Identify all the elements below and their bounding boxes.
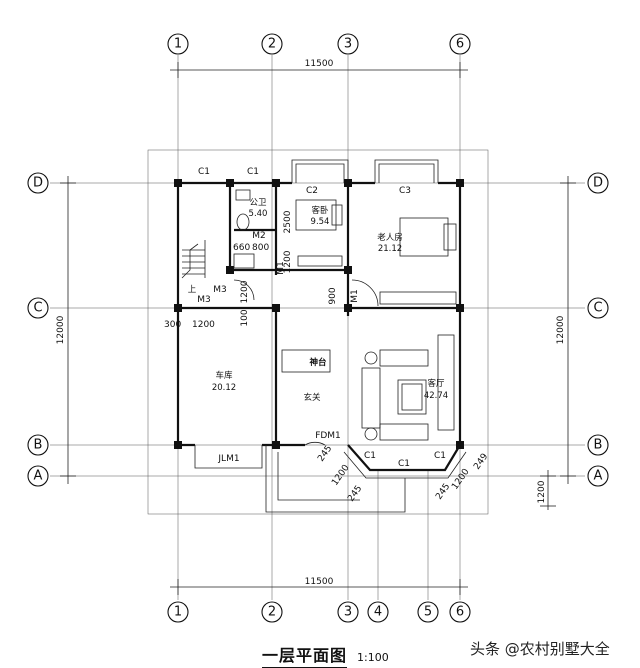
title-block: 一层平面图 1:100 [262,642,389,668]
window-c1-b: C1 [247,167,259,177]
dim-2500: 2500 [283,210,293,233]
axis-left-B: B [34,438,43,453]
living-area: 42.74 [424,391,448,401]
axis-top-6: 6 [456,37,464,52]
drawing-scale: 1:100 [357,651,389,664]
axis-left-C: C [33,301,42,316]
window-c1-e: C1 [434,451,446,461]
side-dimensions: 12000 12000 1200 [56,176,576,510]
door-jlm1: JLM1 [217,454,239,464]
elder-name: 老人房 [377,232,403,243]
axis-bubbles-left: D C B A [27,172,49,487]
axis-bottom-4: 4 [374,605,382,620]
dim-800: 800 [252,243,269,253]
right-depth-label: 12000 [556,315,566,344]
axis-bottom-3: 3 [344,605,352,620]
drawing-title: 一层平面图 [262,642,348,668]
dim-1200-corridor: 1200 [240,280,250,303]
dim-900: 900 [328,287,338,304]
shrine-name: 神台 [309,357,327,368]
dim-300: 300 [164,320,181,330]
axis-top-2: 2 [268,37,276,52]
bottom-dimension: 11500 [170,577,468,595]
door-m1-guest: M1 [276,261,286,275]
top-width-label: 11500 [305,59,334,69]
dim-249: 249 [472,452,490,472]
axis-bottom-2: 2 [268,605,276,620]
axis-top-1: 1 [174,37,182,52]
top-dimension: 11500 [170,59,468,78]
dim-1200-porch-a: 1200 [330,463,351,488]
bath-area: 5.40 [249,209,268,219]
door-m3-a: M3 [197,295,211,305]
door-fdm1: FDM1 [315,431,341,441]
dim-1200-guest: 1200 [283,250,293,273]
axis-right-D: D [593,176,603,191]
axis-left-D: D [33,176,43,191]
axis-right-B: B [594,438,603,453]
bathroom: 公卫 5.40 M2 660 800 [233,189,269,269]
stair: 上 [181,240,206,295]
porch-depth-label: 1200 [537,480,547,503]
foyer: 神台 玄关 FDM1 [281,349,341,446]
foyer-name: 玄关 [303,392,321,403]
dim-100: 100 [240,309,250,326]
garage: 车库 20.12 JLM1 [194,370,263,469]
dim-1200-garage: 1200 [192,320,215,330]
window-c1-d: C1 [398,459,410,469]
dim-660: 660 [233,243,250,253]
window-c3: C3 [399,186,411,196]
corridor: M3 M3 1200 100 300 1200 [164,279,255,330]
interior-walls [178,183,350,445]
axis-bottom-1: 1 [174,605,182,620]
axis-right-C: C [593,301,602,316]
living-room: 客厅 42.74 [361,334,455,441]
elder-area: 21.12 [378,244,402,254]
axis-bottom-5: 5 [424,605,432,620]
garage-name: 车库 [215,370,233,381]
elder-bedroom: 老人房 21.12 900 M1 [328,217,457,307]
axis-right-A: A [594,469,603,484]
window-c1-a: C1 [198,167,210,177]
axis-bubbles-right: D C B A [587,172,609,487]
window-c2: C2 [306,186,318,196]
living-name: 客厅 [427,378,445,389]
door-m1-elder: M1 [350,289,360,303]
dim-245-c: 245 [434,482,452,502]
grid-lines [50,55,585,600]
axis-left-A: A [34,469,43,484]
axis-bubbles-bottom: 1 2 3 4 5 6 [167,601,471,623]
guest-bedroom: 客卧 9.54 2500 1200 M1 [276,199,343,275]
guest-area: 9.54 [311,217,330,227]
axis-top-3: 3 [344,37,352,52]
garage-area: 20.12 [212,383,236,393]
left-depth-label: 12000 [56,315,66,344]
bay-windows: C2 C3 C1 C1 [198,159,439,196]
window-c1-c: C1 [364,451,376,461]
stair-up-label: 上 [188,285,197,295]
bath-name: 公卫 [249,198,267,208]
bottom-width-label: 11500 [305,577,334,587]
door-m2: M2 [252,231,266,241]
watermark: 头条 @农村别墅大全 [470,640,610,658]
door-m3-b: M3 [213,285,227,295]
axis-bubbles-top: 1 2 3 6 [167,33,471,55]
guest-name: 客卧 [311,205,329,216]
dim-245-a: 245 [316,444,334,464]
dim-245-b: 245 [346,484,364,504]
axis-bottom-6: 6 [456,605,464,620]
